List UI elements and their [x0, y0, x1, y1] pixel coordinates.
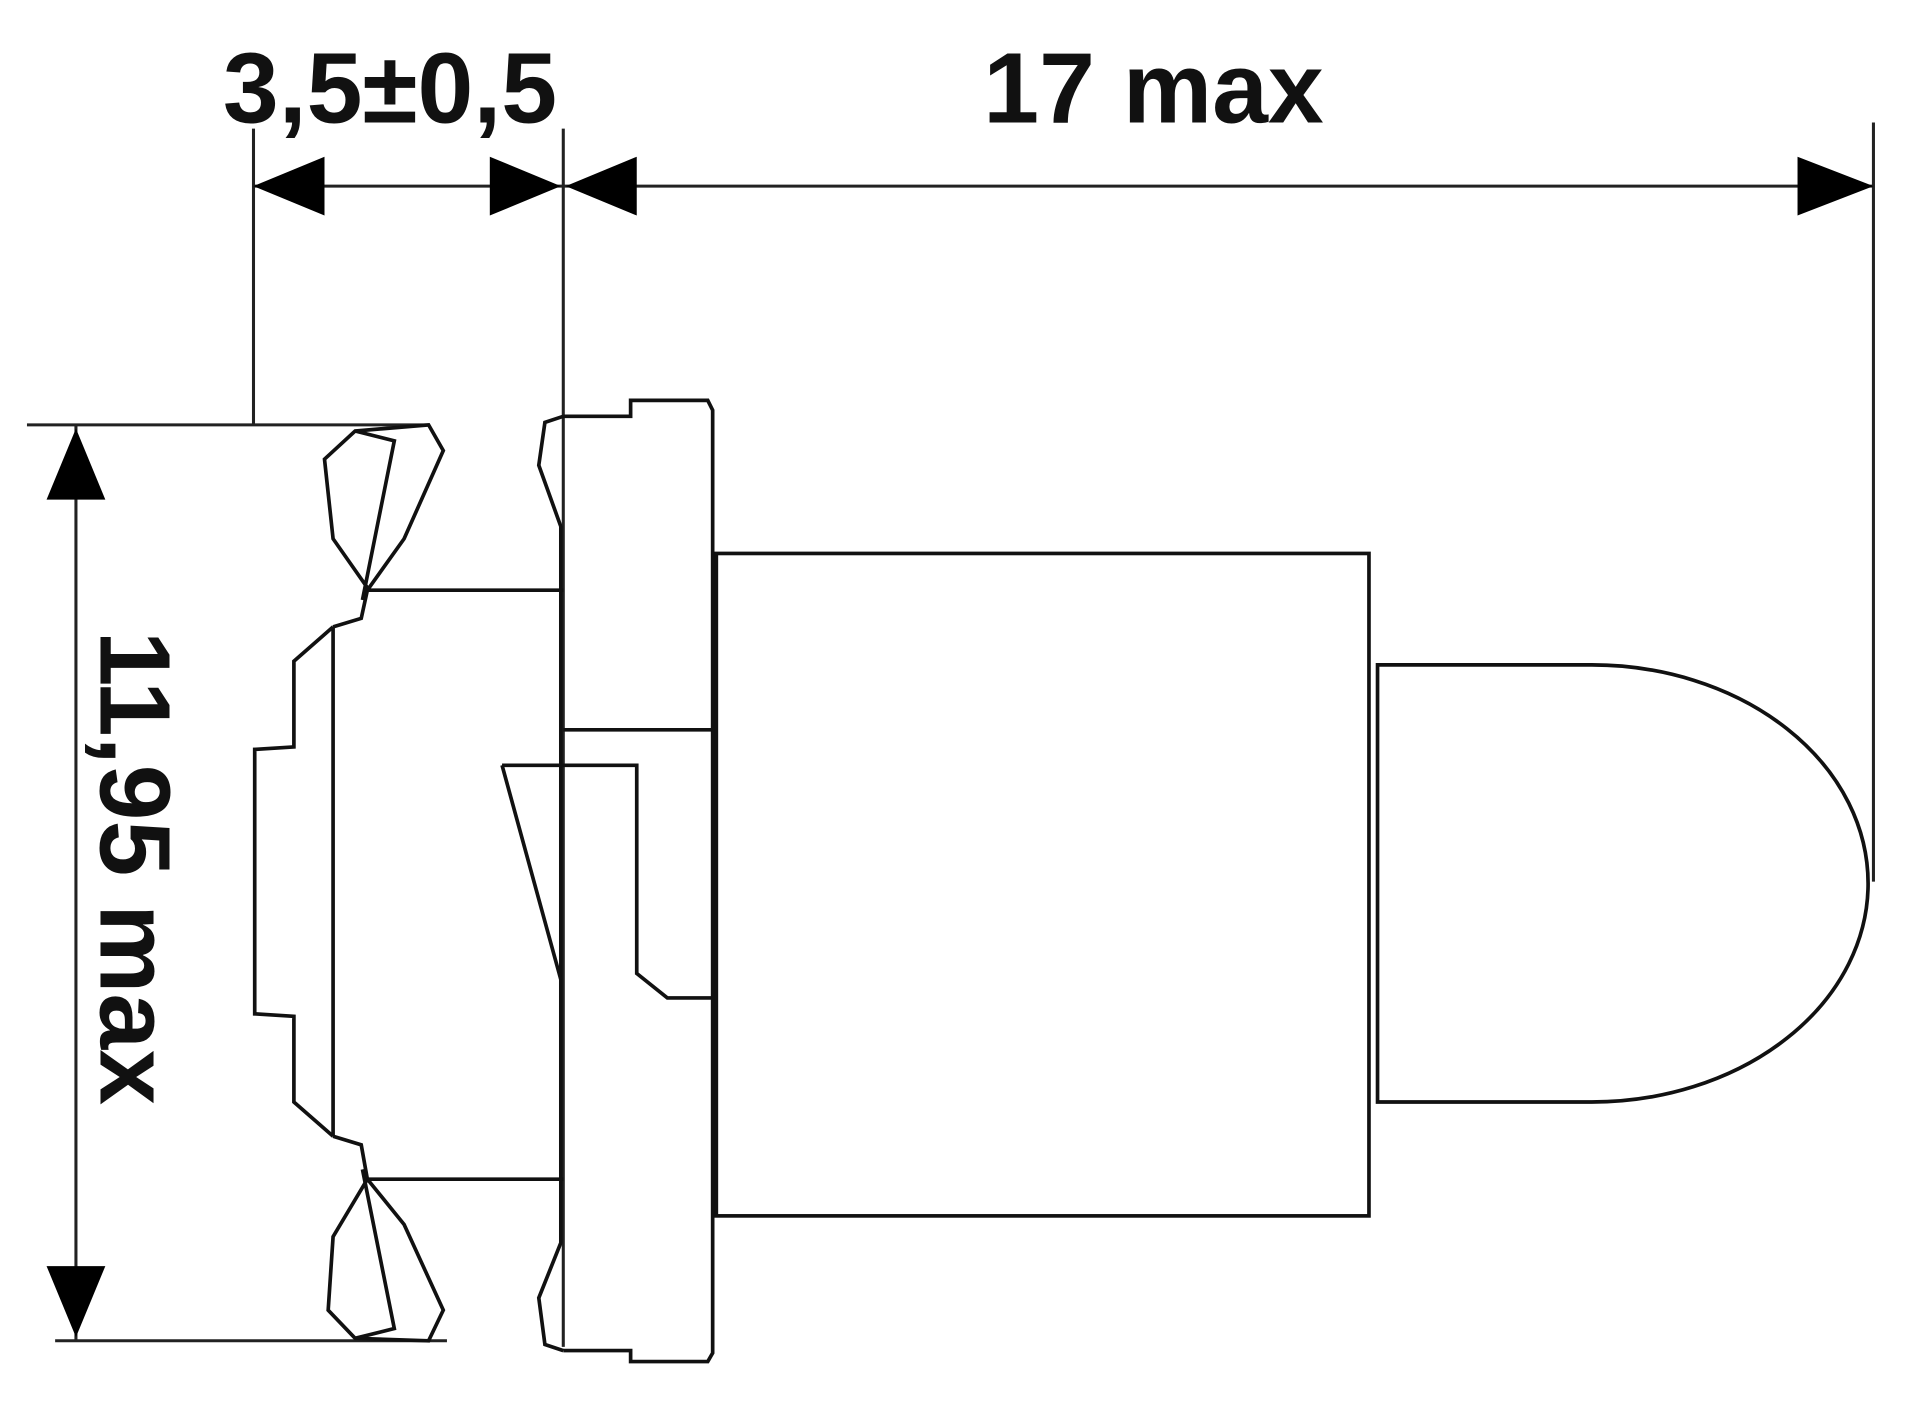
total-length-label: 17 max [983, 32, 1324, 144]
height-dimension-lines [26, 423, 447, 1343]
arrow-right-icon [489, 156, 561, 216]
arrow-right-icon [1797, 156, 1874, 216]
clip-thickness-label: 3,5±0,5 [223, 32, 557, 144]
lamp-outline [252, 398, 1870, 1364]
arrow-up-icon [46, 428, 106, 500]
height-label: 11,95 max [78, 631, 190, 1106]
arrow-left-icon [253, 156, 325, 216]
arrow-left-icon [565, 156, 637, 216]
arrow-down-icon [46, 1266, 106, 1338]
top-dimension-lines [251, 122, 1875, 1347]
